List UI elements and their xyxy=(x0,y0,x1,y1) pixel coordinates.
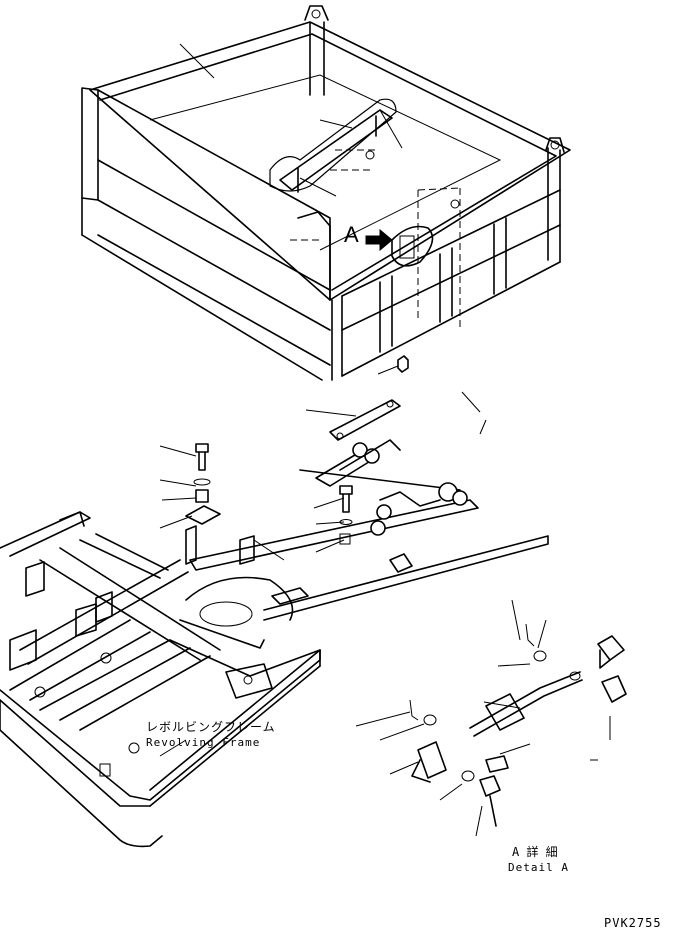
revolving-frame xyxy=(0,511,321,848)
leader-lines xyxy=(159,43,487,561)
detail-a-assembly xyxy=(355,599,627,837)
detail-label-japanese: A 詳 細 xyxy=(512,845,558,859)
frame-label-english: Revolving Frame xyxy=(146,736,261,749)
view-arrow-a xyxy=(365,228,393,252)
frame-label-japanese: レボルビングフレーム xyxy=(146,720,276,734)
drawing-code: PVK2755 xyxy=(604,916,662,930)
detail-label-english: Detail A xyxy=(508,861,569,874)
view-marker-a: A xyxy=(344,222,359,247)
mount-bracket-assembly xyxy=(185,399,549,621)
storage-box xyxy=(81,5,571,381)
